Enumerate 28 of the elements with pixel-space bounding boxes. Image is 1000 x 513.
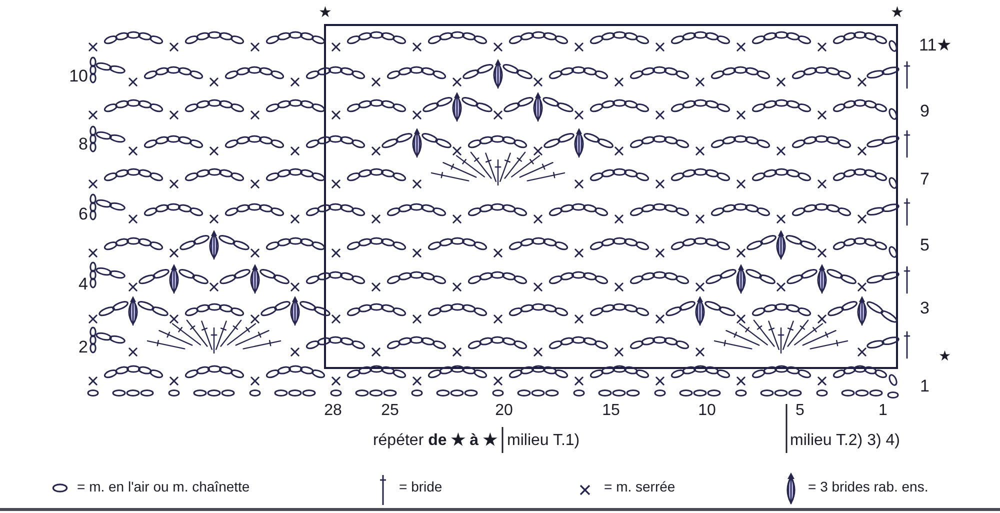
row-number: 7: [920, 170, 930, 190]
instruction-text: milieu T.2) 3) 4): [790, 432, 900, 450]
legend-text: = 3 brides rab. ens.: [808, 479, 928, 495]
stitch-number: 28: [324, 402, 342, 420]
stitch-number: 10: [698, 402, 716, 420]
instruction-text: milieu T.1): [507, 432, 580, 450]
row-number: 6: [78, 206, 88, 224]
row-number: 8: [78, 136, 88, 154]
stitch-number: 1: [878, 402, 888, 420]
row-number: 4: [78, 276, 88, 294]
row-number: 9: [920, 102, 930, 122]
row-number: 11★: [919, 36, 952, 56]
stitch-number: 5: [796, 402, 804, 420]
stitch-number: 15: [602, 402, 620, 420]
legend-text: = m. serrée: [604, 479, 676, 495]
star-mark: ★: [890, 4, 904, 22]
row-number: 5: [920, 236, 930, 256]
row-number: 3: [920, 300, 930, 318]
star-mark: ★: [938, 348, 952, 364]
stitch-number: 25: [381, 402, 399, 420]
instruction-text: répéter de ★ à ★: [372, 432, 497, 450]
row-number: 10: [69, 68, 88, 86]
legend-text: = bride: [399, 479, 442, 495]
row-number: 2: [78, 338, 88, 358]
row-number: 1: [920, 378, 930, 396]
legend-text: = m. en l'air ou m. chaînette: [77, 479, 250, 495]
star-mark: ★: [318, 4, 332, 22]
stitch-number: 20: [495, 402, 513, 420]
